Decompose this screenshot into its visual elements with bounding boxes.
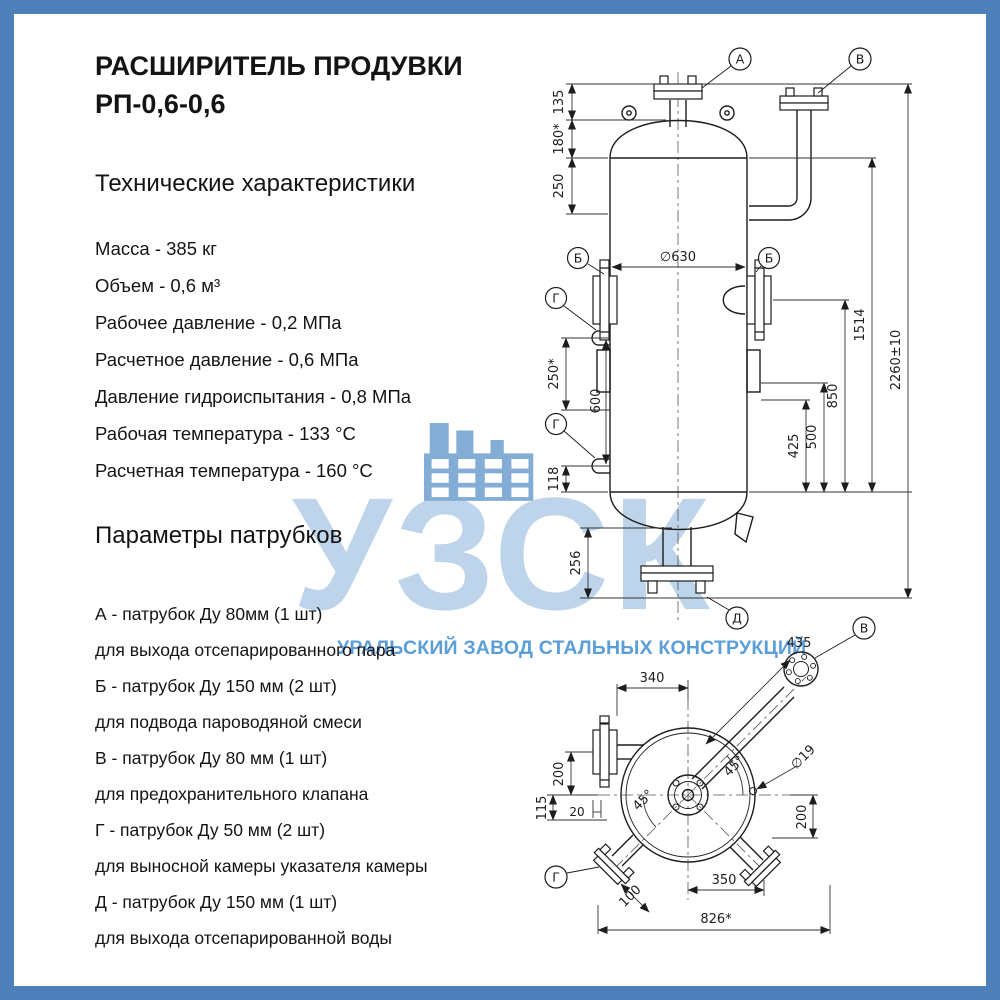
- svg-text:Г: Г: [552, 291, 560, 306]
- svg-text:В: В: [860, 621, 869, 636]
- nozzle-b-desc: для подвода пароводяной смеси: [95, 712, 362, 732]
- callout-g-upper: [544, 286, 568, 310]
- specs-list: Масса - 385 кг Объем - 0,6 м³ Рабочее да…: [95, 230, 525, 489]
- callout-a: [728, 47, 752, 71]
- center-flange: [667, 774, 709, 816]
- nozzle-d-label: Д - патрубок Ду 150 мм (1 шт): [95, 892, 338, 912]
- svg-text:Б: Б: [765, 251, 774, 266]
- svg-text:Г: Г: [552, 870, 560, 885]
- nozzle-plan-flange-br: [739, 845, 782, 888]
- support-bracket-left: [596, 349, 611, 393]
- dim-45-b: 45°: [630, 787, 657, 814]
- internal-deflector: [722, 285, 746, 315]
- plan-centerlines: [598, 676, 807, 900]
- nozzle-a-desc: для выхода отсепарированного пара: [95, 640, 396, 660]
- dim-200-r: 200: [795, 805, 810, 830]
- dim-340: 340: [640, 671, 665, 686]
- callout-b-left: [566, 246, 590, 270]
- dim-115: 115: [535, 796, 550, 821]
- spec-item-calc-press: Расчетное давление - 0,6 МПа: [95, 349, 359, 370]
- nozzle-b-left-flange: [608, 275, 618, 325]
- shell-circle: [620, 727, 756, 863]
- dim-d19: ∅19: [788, 742, 818, 772]
- dim-250: 250: [552, 174, 567, 199]
- nozzle-v-pipe: [749, 110, 798, 207]
- spec-item-hydro-press: Давление гидроиспытания - 0,8 МПа: [95, 386, 412, 407]
- dim-250s: 250*: [547, 358, 562, 390]
- callout-d: [725, 606, 749, 630]
- dim-100: 100: [616, 882, 644, 910]
- dim-500: 500: [805, 425, 820, 450]
- dim-1514: 1514: [853, 308, 868, 341]
- hole-d19: [749, 787, 757, 795]
- nozzles-heading: Параметры патрубков: [95, 522, 343, 549]
- product-title-line2: РП-0,6-0,6: [95, 88, 226, 119]
- plan-dimension-lines: [547, 659, 831, 934]
- nozzle-g-upper: [591, 330, 598, 346]
- nozzle-v-flange: [779, 95, 829, 104]
- nozzle-a-label: А - патрубок Ду 80мм (1 шт): [95, 604, 323, 624]
- callout-g-plan: [544, 865, 568, 889]
- dim-600: 600: [589, 389, 604, 414]
- nozzle-b-right-flange: [746, 275, 756, 325]
- dim-2260: 2260±10: [889, 330, 904, 391]
- plan-outline: [611, 651, 819, 871]
- nozzle-g-label: Г - патрубок Ду 50 мм (2 шт): [95, 820, 326, 840]
- nozzle-g-desc: для выносной камеры указателя камеры: [95, 856, 428, 876]
- dim-d630: ∅630: [660, 250, 696, 265]
- factory-icon: [424, 422, 534, 501]
- plan-flanges: [592, 715, 782, 888]
- dim-200-l: 200: [552, 762, 567, 787]
- spec-item-mass: Масса - 385 кг: [95, 238, 217, 259]
- support-bracket-right: [746, 349, 761, 393]
- nozzle-v-label: В - патрубок Ду 80 мм (1 шт): [95, 748, 328, 768]
- nozzle-v-desc: для предохранительного клапана: [95, 784, 369, 804]
- nozzle-b-plan-flange: [608, 729, 618, 775]
- dim-45-a: 45°: [721, 753, 748, 780]
- callout-v-plan: [852, 616, 876, 640]
- dim-20: 20: [569, 805, 584, 819]
- nozzle-a-flange: [653, 83, 703, 92]
- spec-item-volume: Объем - 0,6 м³: [95, 275, 221, 296]
- dim-350: 350: [712, 873, 737, 888]
- watermark-subtitle: УРАЛЬСКИЙ ЗАВОД СТАЛЬНЫХ КОНСТРУКЦИЙ: [337, 637, 807, 659]
- plan-view: 340 435 200 115 20 ∅19 200 350 100 826* …: [535, 616, 876, 934]
- nozzle-b-label: Б - патрубок Ду 150 мм (2 шт): [95, 676, 337, 696]
- svg-text:Г: Г: [552, 417, 560, 432]
- spec-item-work-temp: Рабочая температура - 133 °С: [95, 423, 356, 444]
- nozzle-d-desc: для выхода отсепарированной воды: [95, 928, 392, 948]
- svg-text:Б: Б: [574, 251, 583, 266]
- dim-180: 180*: [552, 123, 567, 155]
- svg-text:А: А: [736, 52, 745, 67]
- dim-826: 826*: [700, 912, 732, 927]
- callout-b-right: [757, 246, 781, 270]
- spec-item-work-press: Рабочее давление - 0,2 МПа: [95, 312, 342, 333]
- spec-item-calc-temp: Расчетная температура - 160 °С: [95, 460, 373, 481]
- dim-425: 425: [787, 434, 802, 459]
- nozzle-list: А - патрубок Ду 80мм (1 шт) для выхода о…: [95, 596, 525, 956]
- svg-text:В: В: [856, 52, 865, 67]
- callout-g-lower: [544, 412, 568, 436]
- svg-text:Д: Д: [732, 611, 742, 626]
- lifting-lug-left: [621, 105, 637, 121]
- nozzle-g-plan-flange: [592, 843, 635, 886]
- dim-850: 850: [826, 384, 841, 409]
- plan-dim-labels: 340 435 200 115 20 ∅19 200 350 100 826* …: [535, 636, 819, 927]
- specs-heading: Технические характеристики: [95, 170, 416, 197]
- product-title: РАСШИРИТЕЛЬ ПРОДУВКИ РП-0,6-0,6: [95, 48, 525, 124]
- callout-v: [848, 47, 872, 71]
- bottom-lug: [734, 512, 754, 544]
- product-title-line1: РАСШИРИТЕЛЬ ПРОДУВКИ: [95, 51, 463, 81]
- dim-135: 135: [552, 90, 567, 115]
- lifting-lug-right: [719, 105, 735, 121]
